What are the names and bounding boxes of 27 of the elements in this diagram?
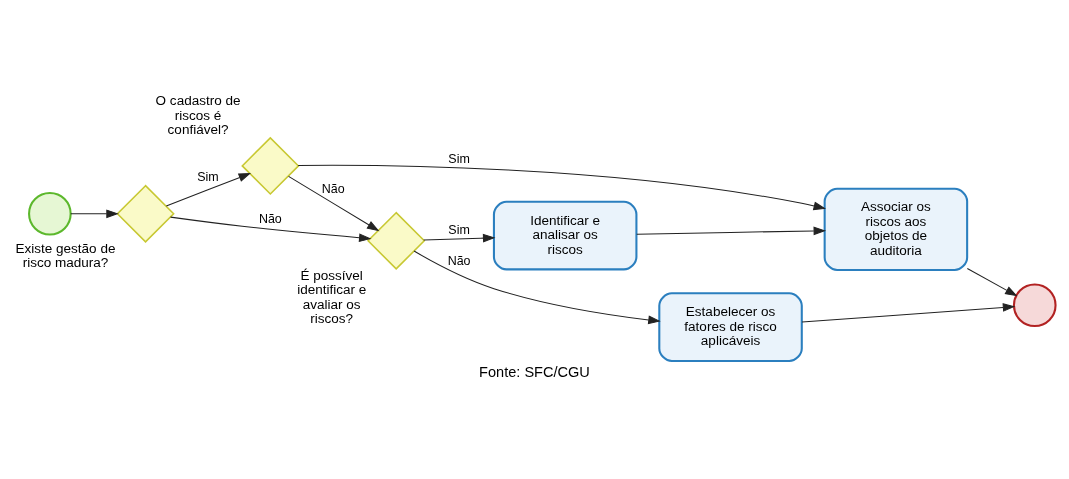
node-circle bbox=[1012, 283, 1057, 328]
node-label: Existe gestão de risco madura? bbox=[15, 240, 116, 271]
node-box: Estabelecer os fatores de risco aplicáveis bbox=[658, 292, 803, 362]
arrow bbox=[966, 267, 1018, 297]
node-box: Associar os riscos aos objetos de auditoria bbox=[823, 187, 969, 271]
arrow bbox=[413, 250, 661, 325]
edge-label: Sim bbox=[448, 223, 470, 238]
node-label: É possível identificar e avaliar os riscos? bbox=[297, 267, 367, 327]
node-label: O cadastro de riscos é confiável? bbox=[155, 92, 241, 138]
edge-label: Sim bbox=[448, 152, 470, 167]
edge-label: Sim bbox=[197, 170, 219, 185]
caption: Fonte: SFC/CGU bbox=[479, 363, 590, 380]
arrow bbox=[70, 209, 119, 219]
arrow bbox=[801, 303, 1016, 323]
arrow bbox=[288, 175, 380, 232]
node-diamond bbox=[241, 136, 300, 196]
arrow bbox=[170, 216, 372, 243]
arrow bbox=[423, 233, 496, 243]
node-box: Identificar e analisar os riscos bbox=[492, 200, 638, 271]
node-circle bbox=[28, 191, 72, 236]
arrow bbox=[636, 226, 827, 236]
edge-label: Não bbox=[447, 254, 471, 269]
arrow bbox=[165, 173, 252, 207]
node-diamond bbox=[116, 184, 175, 243]
arrow bbox=[297, 164, 827, 211]
edge-label: Não bbox=[321, 181, 345, 196]
edge-label: Não bbox=[258, 211, 282, 226]
